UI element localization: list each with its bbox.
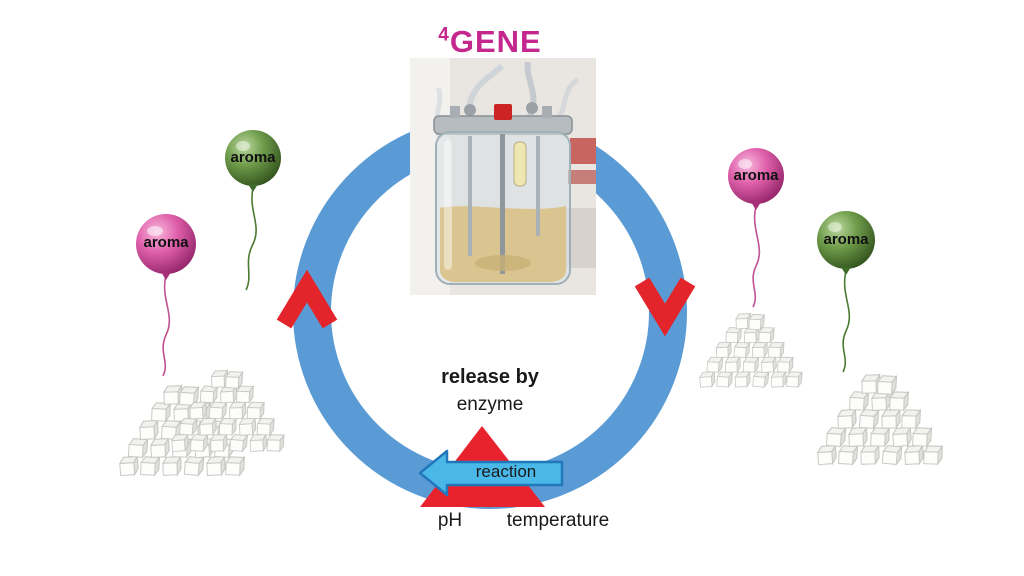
- aroma-label-left-pink: aroma: [143, 234, 189, 251]
- sugar-pile-right-upper: [700, 314, 802, 388]
- balloon-string-left-green: [245, 187, 257, 291]
- title-superscript: 4: [438, 24, 450, 46]
- balloon-string-left-pink: [162, 274, 171, 377]
- release-by-label: release by: [441, 366, 539, 388]
- ph-label: pH: [437, 510, 463, 531]
- balloon-string-right-green: [842, 270, 851, 373]
- balloon-string-right-pink: [752, 205, 761, 308]
- temperature-label: temperature: [506, 510, 610, 531]
- balloon-green-left-icon: [225, 130, 281, 192]
- red-arrow-down-icon: [634, 277, 696, 337]
- aroma-label-right-green: aroma: [823, 231, 869, 248]
- sugar-pile-right-lower: [817, 375, 942, 465]
- balloon-pink-right-icon: [728, 148, 784, 210]
- enzyme-label: enzyme: [456, 394, 524, 415]
- title-text: GENE: [449, 24, 542, 59]
- aroma-label-left-green: aroma: [230, 149, 276, 166]
- aroma-label-right-pink: aroma: [733, 167, 779, 184]
- reaction-label: reaction: [475, 462, 537, 481]
- balloon-green-right-icon: [817, 211, 875, 275]
- red-arrow-up-icon: [276, 269, 338, 329]
- title-4gene: 4GENE: [370, 24, 610, 60]
- bioreactor-photo: [410, 58, 596, 295]
- reaction-arrow-icon: [418, 449, 564, 497]
- balloon-pink-left-icon: [136, 214, 196, 280]
